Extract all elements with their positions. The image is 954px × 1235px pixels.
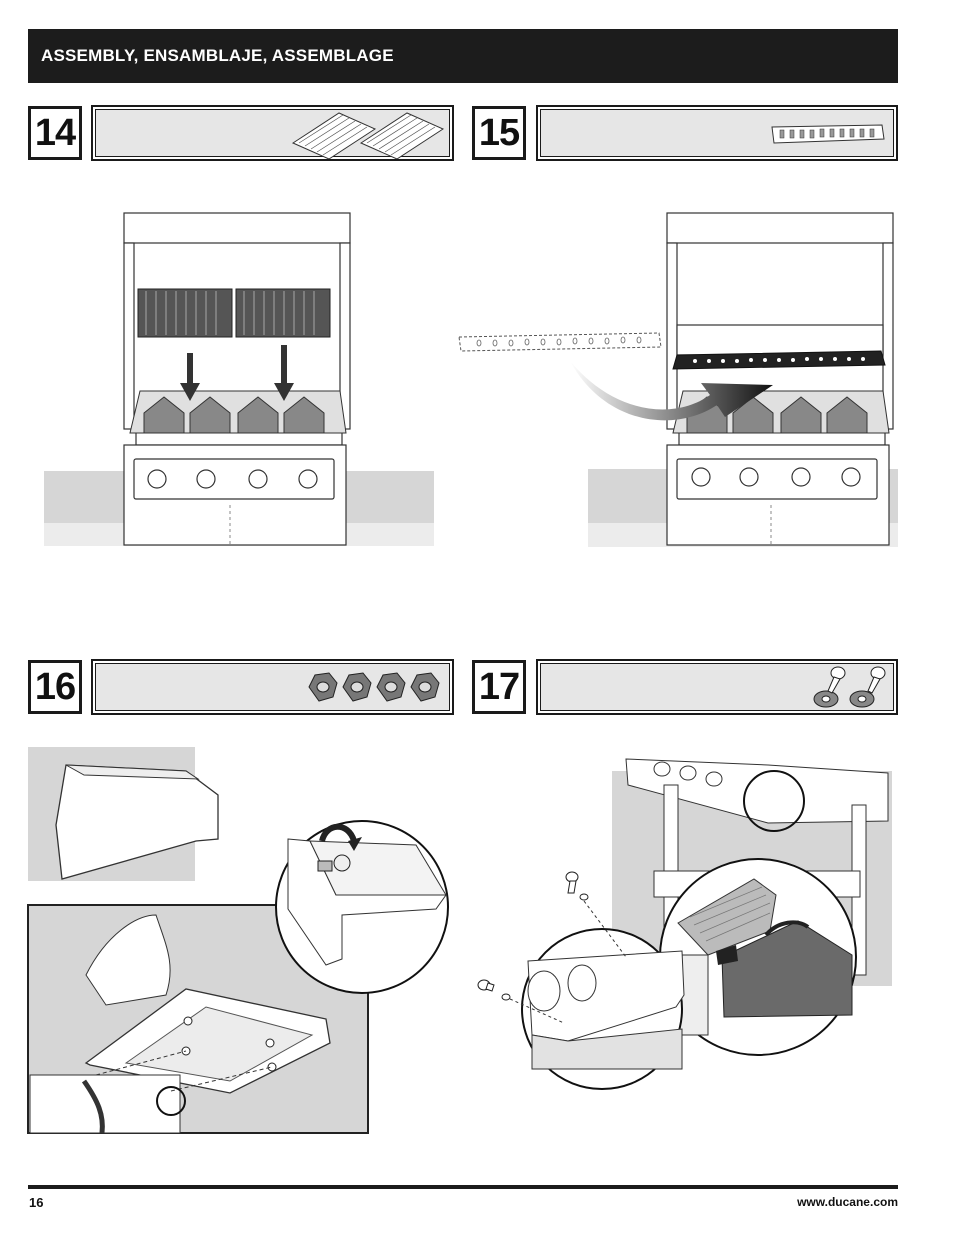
step-17-parts-panel	[536, 659, 898, 715]
warming-rack-icon	[771, 124, 885, 144]
page-number: 16	[29, 1195, 44, 1210]
step-15-illustration	[458, 212, 898, 547]
step-14-number: 14	[28, 106, 82, 160]
section-title: ASSEMBLY, ENSAMBLAJE, ASSEMBLAGE	[41, 46, 394, 65]
step-14-illustration	[44, 212, 434, 546]
section-header: ASSEMBLY, ENSAMBLAJE, ASSEMBLAGE	[28, 29, 898, 83]
website-link[interactable]: www.ducane.com	[797, 1195, 898, 1209]
step-16-parts-panel	[91, 659, 454, 715]
step-16-number: 16	[28, 660, 82, 714]
cooking-grates-icon	[291, 112, 445, 159]
step-17-number: 17	[472, 660, 526, 714]
step-15-number: 15	[472, 106, 526, 160]
bolts-washers-icon	[813, 666, 886, 708]
footer-rule	[28, 1185, 898, 1189]
step-15-parts-panel	[536, 105, 898, 161]
step-16-illustration	[27, 747, 449, 1134]
step-17-illustration	[477, 758, 892, 1090]
lock-nuts-icon	[308, 672, 440, 702]
step-14-parts-panel	[91, 105, 454, 161]
